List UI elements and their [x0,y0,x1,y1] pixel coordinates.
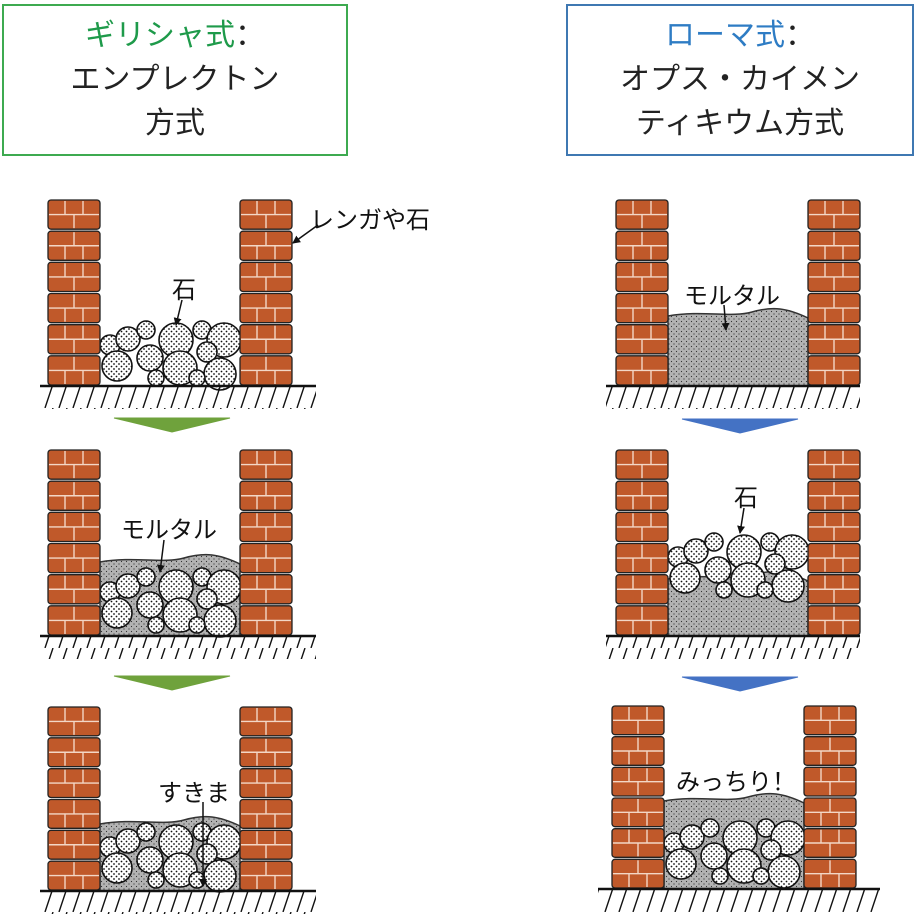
stone [115,828,141,854]
greek-wall-right-2 [239,449,293,636]
roman-mortar-label: モルタル [684,282,780,310]
stone [136,344,164,372]
stone [136,846,164,874]
greek-title-highlight: ギリシャ式 [85,18,235,53]
roman-wall-right-3 [803,705,857,889]
stone [669,562,701,594]
roman-wall-right-1 [807,199,861,386]
stone [704,556,732,584]
greek-stone-label: 石 [172,276,196,304]
pointer-brick [292,224,319,244]
stone [196,341,218,363]
greek-ground-3 [40,889,316,914]
ground-hatch [40,387,316,409]
greek-mortar-label: モルタル [121,516,217,544]
stone [196,588,218,610]
stone [115,326,141,352]
ground-hatch [40,892,316,914]
roman-stones-2 [667,532,810,603]
roman-title-line3: ティキウム方式 [635,106,845,141]
pointer-greek-stone [173,299,183,326]
greek-stones-2 [99,567,242,638]
stone [683,538,709,564]
roman-wall-left-1 [615,199,669,386]
stone [136,567,156,587]
ground-hatch [40,637,316,659]
packed-label: みっちり！ [676,768,796,796]
brick-or-stone-label: レンガや石 [310,206,430,234]
stone [771,569,805,603]
stone [101,852,133,884]
roman-title-colon: ： [785,18,815,53]
roman-ground-3 [598,887,880,912]
roman-wall-left-3 [611,705,665,889]
stone [711,867,729,885]
stone [679,824,705,850]
stone [188,369,206,387]
roman-step-arrow-2 [681,676,799,692]
stone [101,597,133,629]
roman-title-line2: オプス・カイメン [620,62,860,97]
stone [196,843,218,865]
ground-hatch [606,387,860,409]
stone [700,842,728,870]
stone [764,553,786,575]
greek-stones-3 [99,822,242,893]
roman-step-arrow-1 [681,418,799,434]
greek-wall-right-3 [239,706,293,891]
roman-method-title: ローマ式： オプス・カイメン ティキウム方式 [566,4,914,156]
greek-wall-left-3 [47,706,101,891]
ground-hatch [598,890,880,912]
greek-ground-2 [40,634,316,659]
stone [203,604,237,638]
roman-wall-right-2 [807,449,861,636]
roman-mortar-1 [667,307,809,387]
stone [188,616,206,634]
pointer-roman-mortar [721,304,730,331]
greek-title-line2: エンプレクトン [70,62,280,97]
greek-step-arrow-2 [113,675,231,691]
greek-method-title: ギリシャ式： エンプレクトン 方式 [2,4,348,156]
stone [767,855,801,889]
greek-wall-left-2 [47,449,101,636]
stone [136,591,164,619]
roman-stones-3 [663,818,806,889]
stone [752,867,770,885]
stone [136,822,156,842]
pointer-roman-stone [737,507,746,534]
ground-hatch [606,637,860,659]
greek-title-line3: 方式 [145,106,205,141]
roman-ground-1 [606,384,860,409]
stone [147,616,165,634]
stone [115,573,141,599]
roman-stone-label: 石 [734,484,758,512]
roman-title-highlight: ローマ式 [665,18,785,53]
stone [760,839,782,861]
greek-step-arrow-1 [113,417,231,433]
stone [147,871,165,889]
greek-stones-1 [99,320,242,391]
stone [203,859,237,893]
greek-wall-left-1 [47,199,101,386]
stone [715,581,733,599]
stone [665,848,697,880]
stone [700,818,720,838]
pointer-greek-mortar [156,539,165,573]
stone [756,581,774,599]
gap-label: すきま [158,779,230,807]
stone [136,320,156,340]
roman-ground-2 [606,634,860,659]
greek-wall-right-1 [239,199,293,386]
stone [147,369,165,387]
roman-wall-left-2 [615,449,669,636]
greek-ground-1 [40,384,316,409]
stone [704,532,724,552]
stone [101,350,133,382]
greek-title-colon: ： [235,18,265,53]
